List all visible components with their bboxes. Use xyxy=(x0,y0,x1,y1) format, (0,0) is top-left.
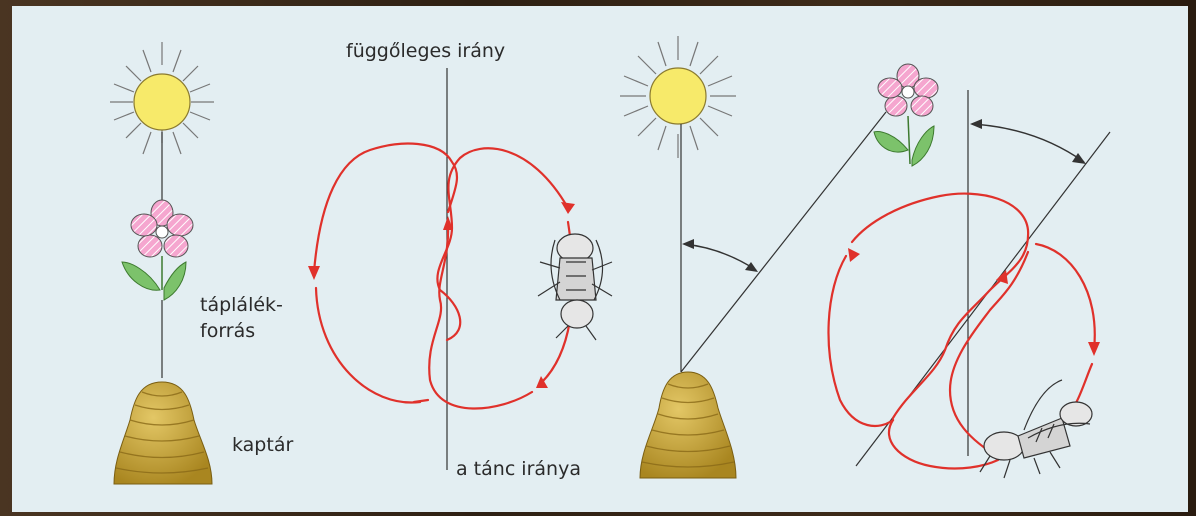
right-dance-angle-arc xyxy=(970,119,1086,164)
food-source-label-line2: forrás xyxy=(200,318,255,344)
dance-arrowheads-right xyxy=(848,248,1100,356)
hive-to-flower-angle-line xyxy=(681,112,886,372)
left-beehive-icon xyxy=(114,382,212,484)
left-flower-icon xyxy=(122,200,193,300)
right-bee-icon xyxy=(980,380,1092,478)
food-source-label-line1: táplálék- xyxy=(200,292,283,318)
hive-label: kaptár xyxy=(232,432,293,458)
right-sun-icon xyxy=(620,36,736,158)
vertical-direction-label: függőleges irány xyxy=(346,38,505,64)
middle-bee-icon xyxy=(538,234,612,340)
dance-direction-label: a tánc iránya xyxy=(456,456,581,482)
vertical-dance-path xyxy=(314,144,573,409)
right-angle-arc xyxy=(682,239,758,272)
dance-arrowheads-middle xyxy=(308,202,575,388)
right-beehive-icon xyxy=(640,372,736,478)
